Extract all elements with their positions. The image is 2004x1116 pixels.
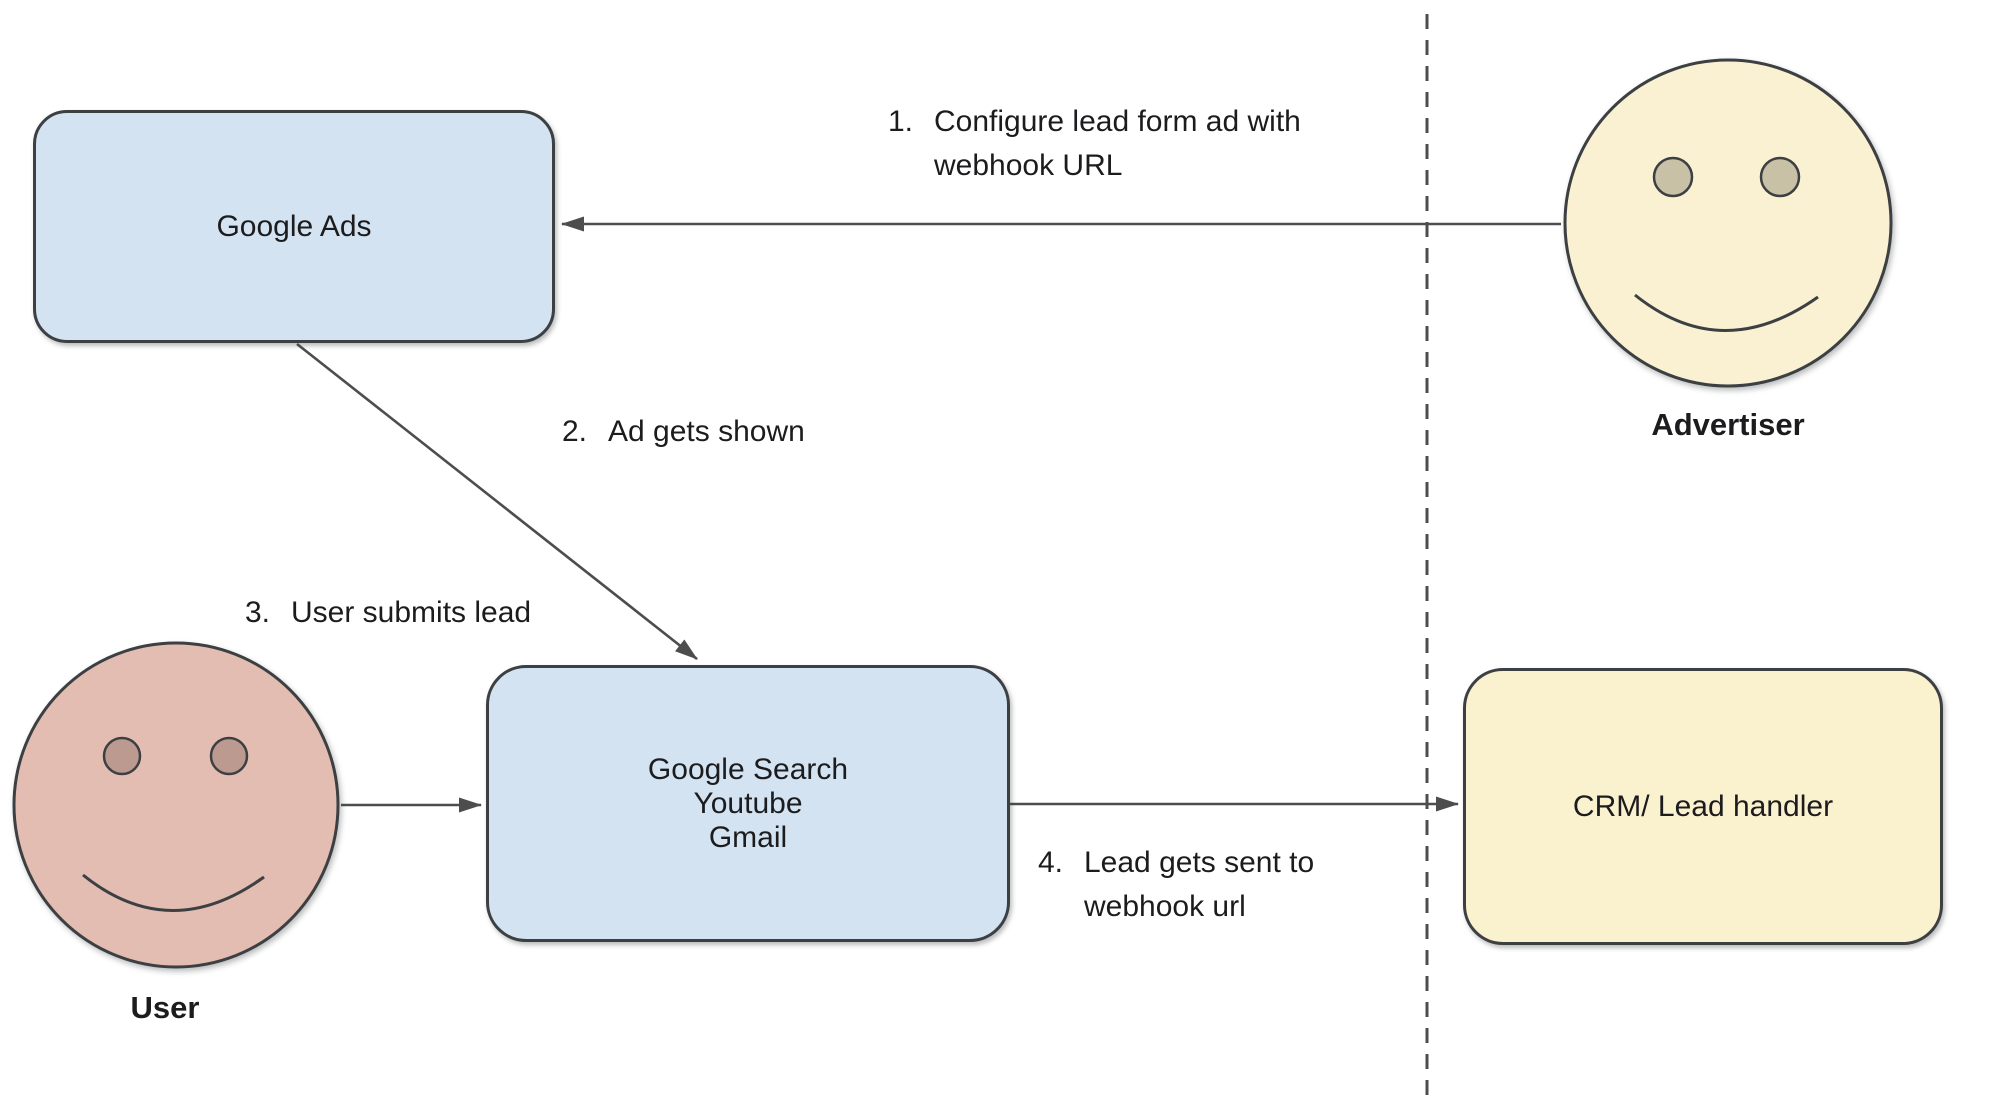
advertiser-smile bbox=[1634, 293, 1819, 332]
advertiser-label: Advertiser bbox=[1651, 407, 1805, 442]
step-1-number: 1. bbox=[888, 105, 914, 138]
advertiser-right-eye bbox=[1759, 156, 1801, 198]
crm-lead-handler-node: CRM/ Lead handler bbox=[1463, 668, 1943, 945]
user-smile bbox=[82, 873, 265, 912]
youtube-line: Youtube bbox=[693, 786, 803, 820]
advertiser-face-icon bbox=[1563, 58, 1893, 388]
user-head bbox=[12, 641, 340, 969]
advertiser-head bbox=[1563, 58, 1893, 388]
step-4-line-1: Lead gets sent to bbox=[1084, 846, 1315, 879]
google-ads-label: Google Ads bbox=[216, 209, 372, 243]
google-surfaces-node: Google Search Youtube Gmail bbox=[486, 665, 1010, 942]
step-1-line-2: webhook URL bbox=[934, 149, 1123, 182]
step-4-line-2: webhook url bbox=[1084, 890, 1246, 923]
step-3-label: 3. User submits lead bbox=[245, 591, 531, 635]
user-left-eye bbox=[102, 736, 142, 776]
step-4-number: 4. bbox=[1038, 846, 1064, 879]
step-4-label: 4. Lead gets sent to webhook url bbox=[1038, 841, 1314, 929]
step-1-label: 1. Configure lead form ad with webhook U… bbox=[888, 100, 1301, 188]
google-ads-node: Google Ads bbox=[33, 110, 555, 343]
user-label: User bbox=[130, 990, 200, 1025]
step-2-label: 2. Ad gets shown bbox=[562, 410, 805, 454]
step-2-number: 2. bbox=[562, 415, 588, 448]
advertiser-left-eye bbox=[1652, 156, 1694, 198]
crm-label: CRM/ Lead handler bbox=[1572, 789, 1834, 823]
user-right-eye bbox=[209, 736, 249, 776]
step-1-line-1: Configure lead form ad with bbox=[934, 105, 1301, 138]
step-3-number: 3. bbox=[245, 596, 271, 629]
google-search-line: Google Search bbox=[647, 752, 849, 786]
user-face-icon bbox=[12, 641, 340, 969]
step-3-line-1: User submits lead bbox=[291, 596, 532, 629]
step-2-line-1: Ad gets shown bbox=[608, 415, 805, 448]
gmail-line: Gmail bbox=[708, 820, 788, 854]
